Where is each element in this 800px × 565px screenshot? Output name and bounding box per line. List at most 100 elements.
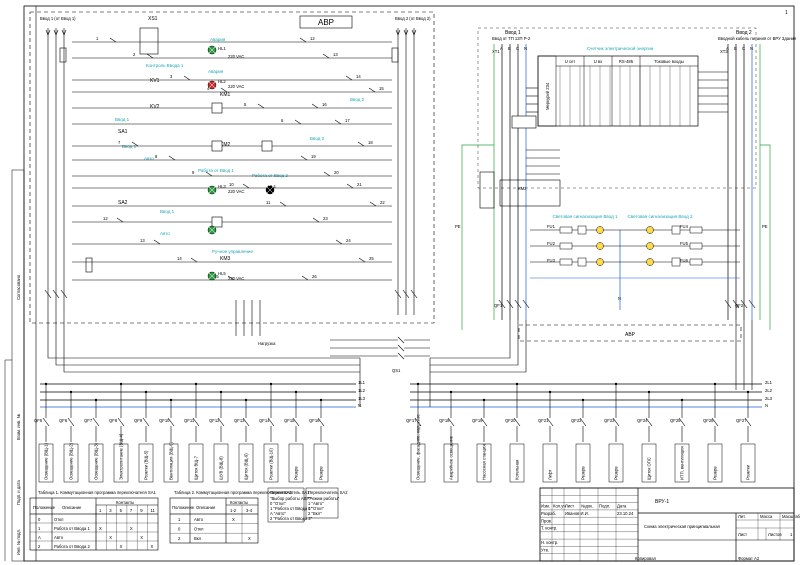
- left-feeder-label-box: [63, 443, 79, 483]
- left-feeder-node: [69, 390, 73, 394]
- left-feeder-label: Щиток ВЩ-7: [194, 455, 199, 480]
- phase-letter: A: [726, 46, 729, 51]
- left-feeder-qf-label: QF10: [159, 418, 170, 423]
- right-feeder-label-box: [707, 443, 723, 483]
- left-feeder-label: Резерв: [319, 466, 324, 480]
- left-feeder-qf-label: QF9: [134, 418, 143, 423]
- contact-symbol: [299, 37, 307, 43]
- relay-box: [671, 225, 681, 235]
- phase-letter: N: [750, 46, 753, 51]
- contactor-km1: [511, 115, 537, 129]
- avr-xs-label: XS1: [148, 16, 158, 22]
- table1-pos: 1: [38, 526, 41, 531]
- side-label: Подп. и дата: [16, 480, 21, 505]
- table1-pos: 0: [38, 517, 41, 522]
- left-feeder-label-box: [213, 443, 229, 483]
- right-feeder-label-box: [641, 443, 657, 483]
- meter-col-head: U вх: [594, 59, 603, 64]
- avr-ha2: HL2: [218, 79, 226, 84]
- lamp-cross: [208, 186, 216, 194]
- left-feeder-label-box: [288, 443, 304, 483]
- table2-head: Положение: [172, 505, 195, 510]
- left-feeder-label: Розетки (ВЩ-5): [144, 450, 149, 480]
- phase-wire-l3: [63, 315, 360, 373]
- stamp-stage-head: Лит.: [738, 514, 746, 519]
- table2-title: Таблица 2. Коммутационная программа пере…: [174, 490, 292, 495]
- wire-number: 18: [368, 140, 373, 145]
- breaker-contact: [410, 289, 418, 299]
- stamp-title: Схема электрическая принципиальная: [644, 524, 720, 529]
- feed-arrow: [61, 29, 67, 36]
- table1-mark: X: [130, 526, 133, 531]
- breaker-contact: [394, 289, 402, 299]
- contact-symbol: [322, 53, 330, 59]
- right-feeder-breaker: [612, 417, 620, 427]
- right-feeder-qf-label: QF26: [703, 418, 714, 423]
- avr-annot: Контроль Ввода 1: [146, 63, 184, 68]
- stamp-role: Пров.: [541, 518, 552, 523]
- stamp-role: Т. контр.: [541, 526, 557, 531]
- vvod2-label: Ввод 2: [736, 30, 752, 36]
- signal-lamp: [596, 226, 604, 234]
- wire-number: 21: [357, 182, 362, 187]
- n-label-left: N: [618, 296, 621, 301]
- stamp-col-head: Дата: [617, 504, 627, 509]
- right-feeder-breaker: [447, 417, 455, 427]
- meter-title: Счетчик электрической энергии: [587, 45, 654, 51]
- legend2-item: 1 "Авто": [308, 501, 324, 506]
- left-feeder-breaker: [92, 417, 100, 427]
- table2-contact: 1-2: [230, 508, 237, 513]
- breaker-contact: [514, 299, 522, 309]
- table1-head: Контакты: [116, 500, 134, 505]
- avr-sa2-label: SA2: [118, 200, 128, 206]
- left-feeder-label: Освещение (ВЩ-1): [44, 442, 49, 480]
- left-feeder-breaker: [217, 417, 225, 427]
- table1-contact: 9: [140, 508, 143, 513]
- relay-box: [671, 257, 681, 267]
- page-number: 1: [785, 10, 788, 16]
- pe-label-right: PE: [762, 224, 768, 229]
- avr-ha3: HL3: [218, 184, 226, 189]
- left-feeder-label: Освещение (ВЩ-2): [69, 442, 74, 480]
- program-tables: Таблица 1. Коммутационная программа пере…: [29, 487, 348, 551]
- table1-pos: A: [38, 535, 41, 540]
- bus-left-l1: 1L1: [358, 380, 366, 385]
- legend1-item: 2 "Работа от Ввода 2": [270, 516, 313, 521]
- relay-coil: [211, 102, 223, 114]
- left-feeder-breaker: [167, 417, 175, 427]
- legend2-item: 0 "Откл": [308, 506, 324, 511]
- avr-vac-4: 220 VAC: [228, 276, 244, 281]
- breaker-contact: [522, 299, 530, 309]
- contact-symbol: [345, 75, 353, 81]
- table2-desc: Вкл: [194, 536, 202, 541]
- avr-vac-3: 220 VAC: [228, 189, 244, 194]
- switch-contact: [397, 352, 405, 360]
- table1-title: Таблица 1. Коммутационная программа пере…: [38, 490, 156, 495]
- control-label-2: Световая сигнализация Ввод 2: [628, 214, 693, 219]
- wire-number: 4: [207, 86, 210, 91]
- stamp-col-head: №док.: [581, 504, 593, 509]
- left-feeder-breaker: [267, 417, 275, 427]
- avr-kv1-label: KV1: [150, 78, 160, 84]
- aux-contact: [479, 171, 495, 209]
- relay-coil: [261, 140, 273, 152]
- wire-number: 5: [244, 102, 247, 107]
- left-feeder-label-box: [163, 443, 179, 483]
- right-feeder-label-box: [740, 443, 756, 483]
- right-feeder-qf-label: QF20: [505, 418, 516, 423]
- pe-bus: [760, 144, 771, 330]
- left-feeder-label-box: [238, 443, 254, 483]
- wire-number: 13: [333, 52, 338, 57]
- wire-number: 20: [334, 170, 339, 175]
- right-qf1: QF1: [494, 303, 503, 308]
- signal-lamp: [646, 242, 654, 250]
- right-avr-box-label: АВР: [625, 332, 636, 338]
- phase-letter: C: [742, 46, 745, 51]
- contact-symbol: [312, 217, 320, 223]
- side-label: Взам. инв. №: [16, 414, 21, 440]
- feed-arrow: [403, 29, 409, 36]
- wire-number: 19: [311, 154, 316, 159]
- fuse: [85, 257, 93, 273]
- avr-km3-label: KM3: [220, 256, 231, 262]
